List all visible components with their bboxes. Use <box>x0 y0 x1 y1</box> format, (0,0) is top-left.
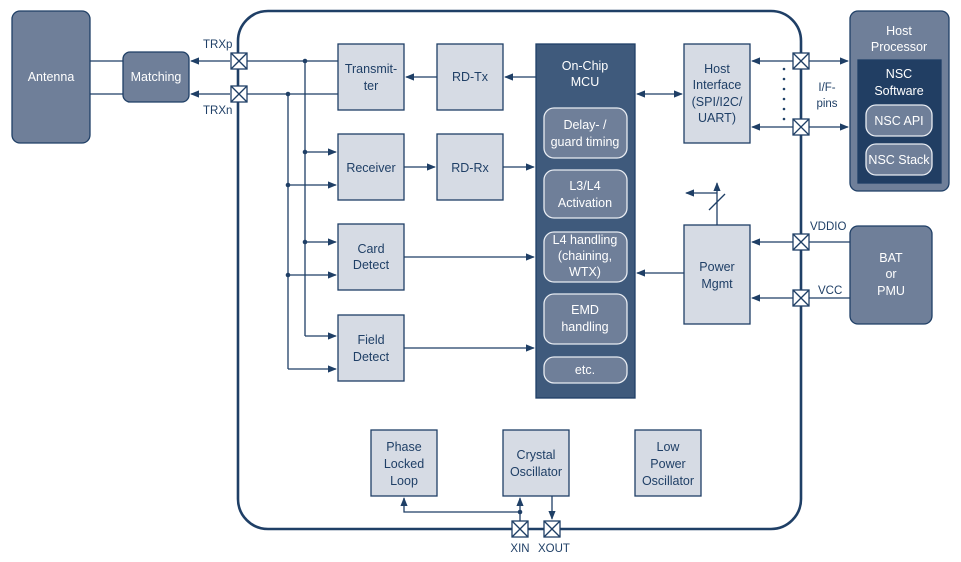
svg-text:On-Chip: On-Chip <box>562 59 609 73</box>
svg-text:Locked: Locked <box>384 457 424 471</box>
mcu-module-emd-handling: EMD handling <box>543 293 628 345</box>
bat-pmu-block: BAT or PMU <box>849 225 933 325</box>
svg-text:L3/L4: L3/L4 <box>569 179 600 193</box>
mcu-module-etc: etc. <box>543 356 628 384</box>
mcu-module-l3-l4-activation: L3/L4 Activation <box>543 169 628 219</box>
crystal-oscillator-block: Crystal Oscillator <box>502 429 570 497</box>
rd-tx-block: RD-Tx <box>436 43 504 111</box>
svg-text:Transmit-: Transmit- <box>345 62 397 76</box>
svg-text:NSC Stack: NSC Stack <box>868 153 930 167</box>
svg-text:Mgmt: Mgmt <box>701 277 733 291</box>
pin-label-trxn: TRXn <box>203 105 232 117</box>
svg-text:Software: Software <box>874 84 923 98</box>
svg-text:(chaining,: (chaining, <box>558 249 612 263</box>
svg-text:PMU: PMU <box>877 284 905 298</box>
pin-label-vcc: VCC <box>818 285 842 297</box>
svg-text:Oscillator: Oscillator <box>510 465 562 479</box>
matching-label: Matching <box>131 70 182 84</box>
svg-text:Host: Host <box>704 62 730 76</box>
pin-vcc <box>792 289 810 307</box>
svg-text:Receiver: Receiver <box>346 161 395 175</box>
pin-if-bottom <box>792 118 810 136</box>
pin-label-if: I/F- <box>818 82 835 94</box>
svg-text:or: or <box>885 267 896 281</box>
svg-text:Interface: Interface <box>693 78 742 92</box>
svg-text:guard timing: guard timing <box>551 135 620 149</box>
svg-text:etc.: etc. <box>575 363 595 377</box>
power-mgmt-block: Power Mgmt <box>683 224 751 325</box>
bus-slash <box>708 193 726 211</box>
svg-text:BAT: BAT <box>879 251 903 265</box>
card-detect-block: Card Detect <box>337 223 405 291</box>
host-processor-block: Host Processor NSC Software NSC API NSC … <box>849 10 950 192</box>
host-interface-block: Host Interface (SPI/I2C/ UART) <box>683 43 751 144</box>
svg-text:Card: Card <box>357 242 384 256</box>
svg-text:handling: handling <box>561 320 608 334</box>
nsc-software-block: NSC Software NSC API NSC Stack <box>857 59 942 184</box>
antenna-label: Antenna <box>28 70 75 84</box>
svg-text:Activation: Activation <box>558 196 612 210</box>
transmitter-block: Transmit- ter <box>337 43 405 111</box>
pin-vddio <box>792 233 810 251</box>
svg-text:MCU: MCU <box>571 75 599 89</box>
svg-text:Power: Power <box>650 457 685 471</box>
low-power-oscillator-block: Low Power Oscillator <box>634 429 702 497</box>
on-chip-mcu: On-Chip MCU Delay- / guard timing L3/L4 … <box>535 43 636 399</box>
svg-text:Detect: Detect <box>353 350 390 364</box>
pin-label-trxp: TRXp <box>203 39 232 51</box>
svg-text:(SPI/I2C/: (SPI/I2C/ <box>692 95 743 109</box>
svg-text:Loop: Loop <box>390 474 418 488</box>
svg-text:Oscillator: Oscillator <box>642 474 694 488</box>
svg-text:Phase: Phase <box>386 440 421 454</box>
pin-if-top <box>792 52 810 70</box>
svg-text:UART): UART) <box>698 111 736 125</box>
matching-block: Matching <box>122 51 190 103</box>
pin-trxn <box>230 85 248 103</box>
svg-text:Processor: Processor <box>871 40 927 54</box>
pin-label-vddio: VDDIO <box>810 221 846 233</box>
svg-text:Power: Power <box>699 260 734 274</box>
svg-text:RD-Rx: RD-Rx <box>451 161 489 175</box>
svg-text:Host: Host <box>886 24 912 38</box>
rd-rx-block: RD-Rx <box>436 133 504 201</box>
svg-text:Crystal: Crystal <box>517 448 556 462</box>
field-detect-block: Field Detect <box>337 314 405 382</box>
svg-text:Detect: Detect <box>353 258 390 272</box>
pin-label-xout: XOUT <box>538 543 570 555</box>
mcu-module-delay-guard-timing: Delay- / guard timing <box>543 107 628 159</box>
mcu-module-l4-handling: L4 handling (chaining, WTX) <box>543 231 628 283</box>
antenna-block: Antenna <box>11 10 91 144</box>
nsc-stack-block: NSC Stack <box>865 143 933 176</box>
pin-xin <box>511 520 529 538</box>
pin-xout <box>543 520 561 538</box>
pin-trxp <box>230 52 248 70</box>
svg-text:ter: ter <box>364 79 379 93</box>
svg-text:RD-Tx: RD-Tx <box>452 70 489 84</box>
pin-label-xin: XIN <box>510 543 529 555</box>
nsc-api-block: NSC API <box>865 104 933 137</box>
if-pins-ellipsis <box>782 67 786 121</box>
svg-text:Field: Field <box>357 333 384 347</box>
receiver-block: Receiver <box>337 133 405 201</box>
svg-text:L4 handling: L4 handling <box>553 233 618 247</box>
svg-text:WTX): WTX) <box>569 265 601 279</box>
svg-text:Delay- /: Delay- / <box>563 118 607 132</box>
svg-text:EMD: EMD <box>571 303 599 317</box>
svg-text:NSC: NSC <box>886 67 912 81</box>
svg-text:Low: Low <box>657 440 681 454</box>
pin-label-if-2: pins <box>816 98 837 110</box>
svg-text:NSC API: NSC API <box>874 114 923 128</box>
pll-block: Phase Locked Loop <box>370 429 438 497</box>
